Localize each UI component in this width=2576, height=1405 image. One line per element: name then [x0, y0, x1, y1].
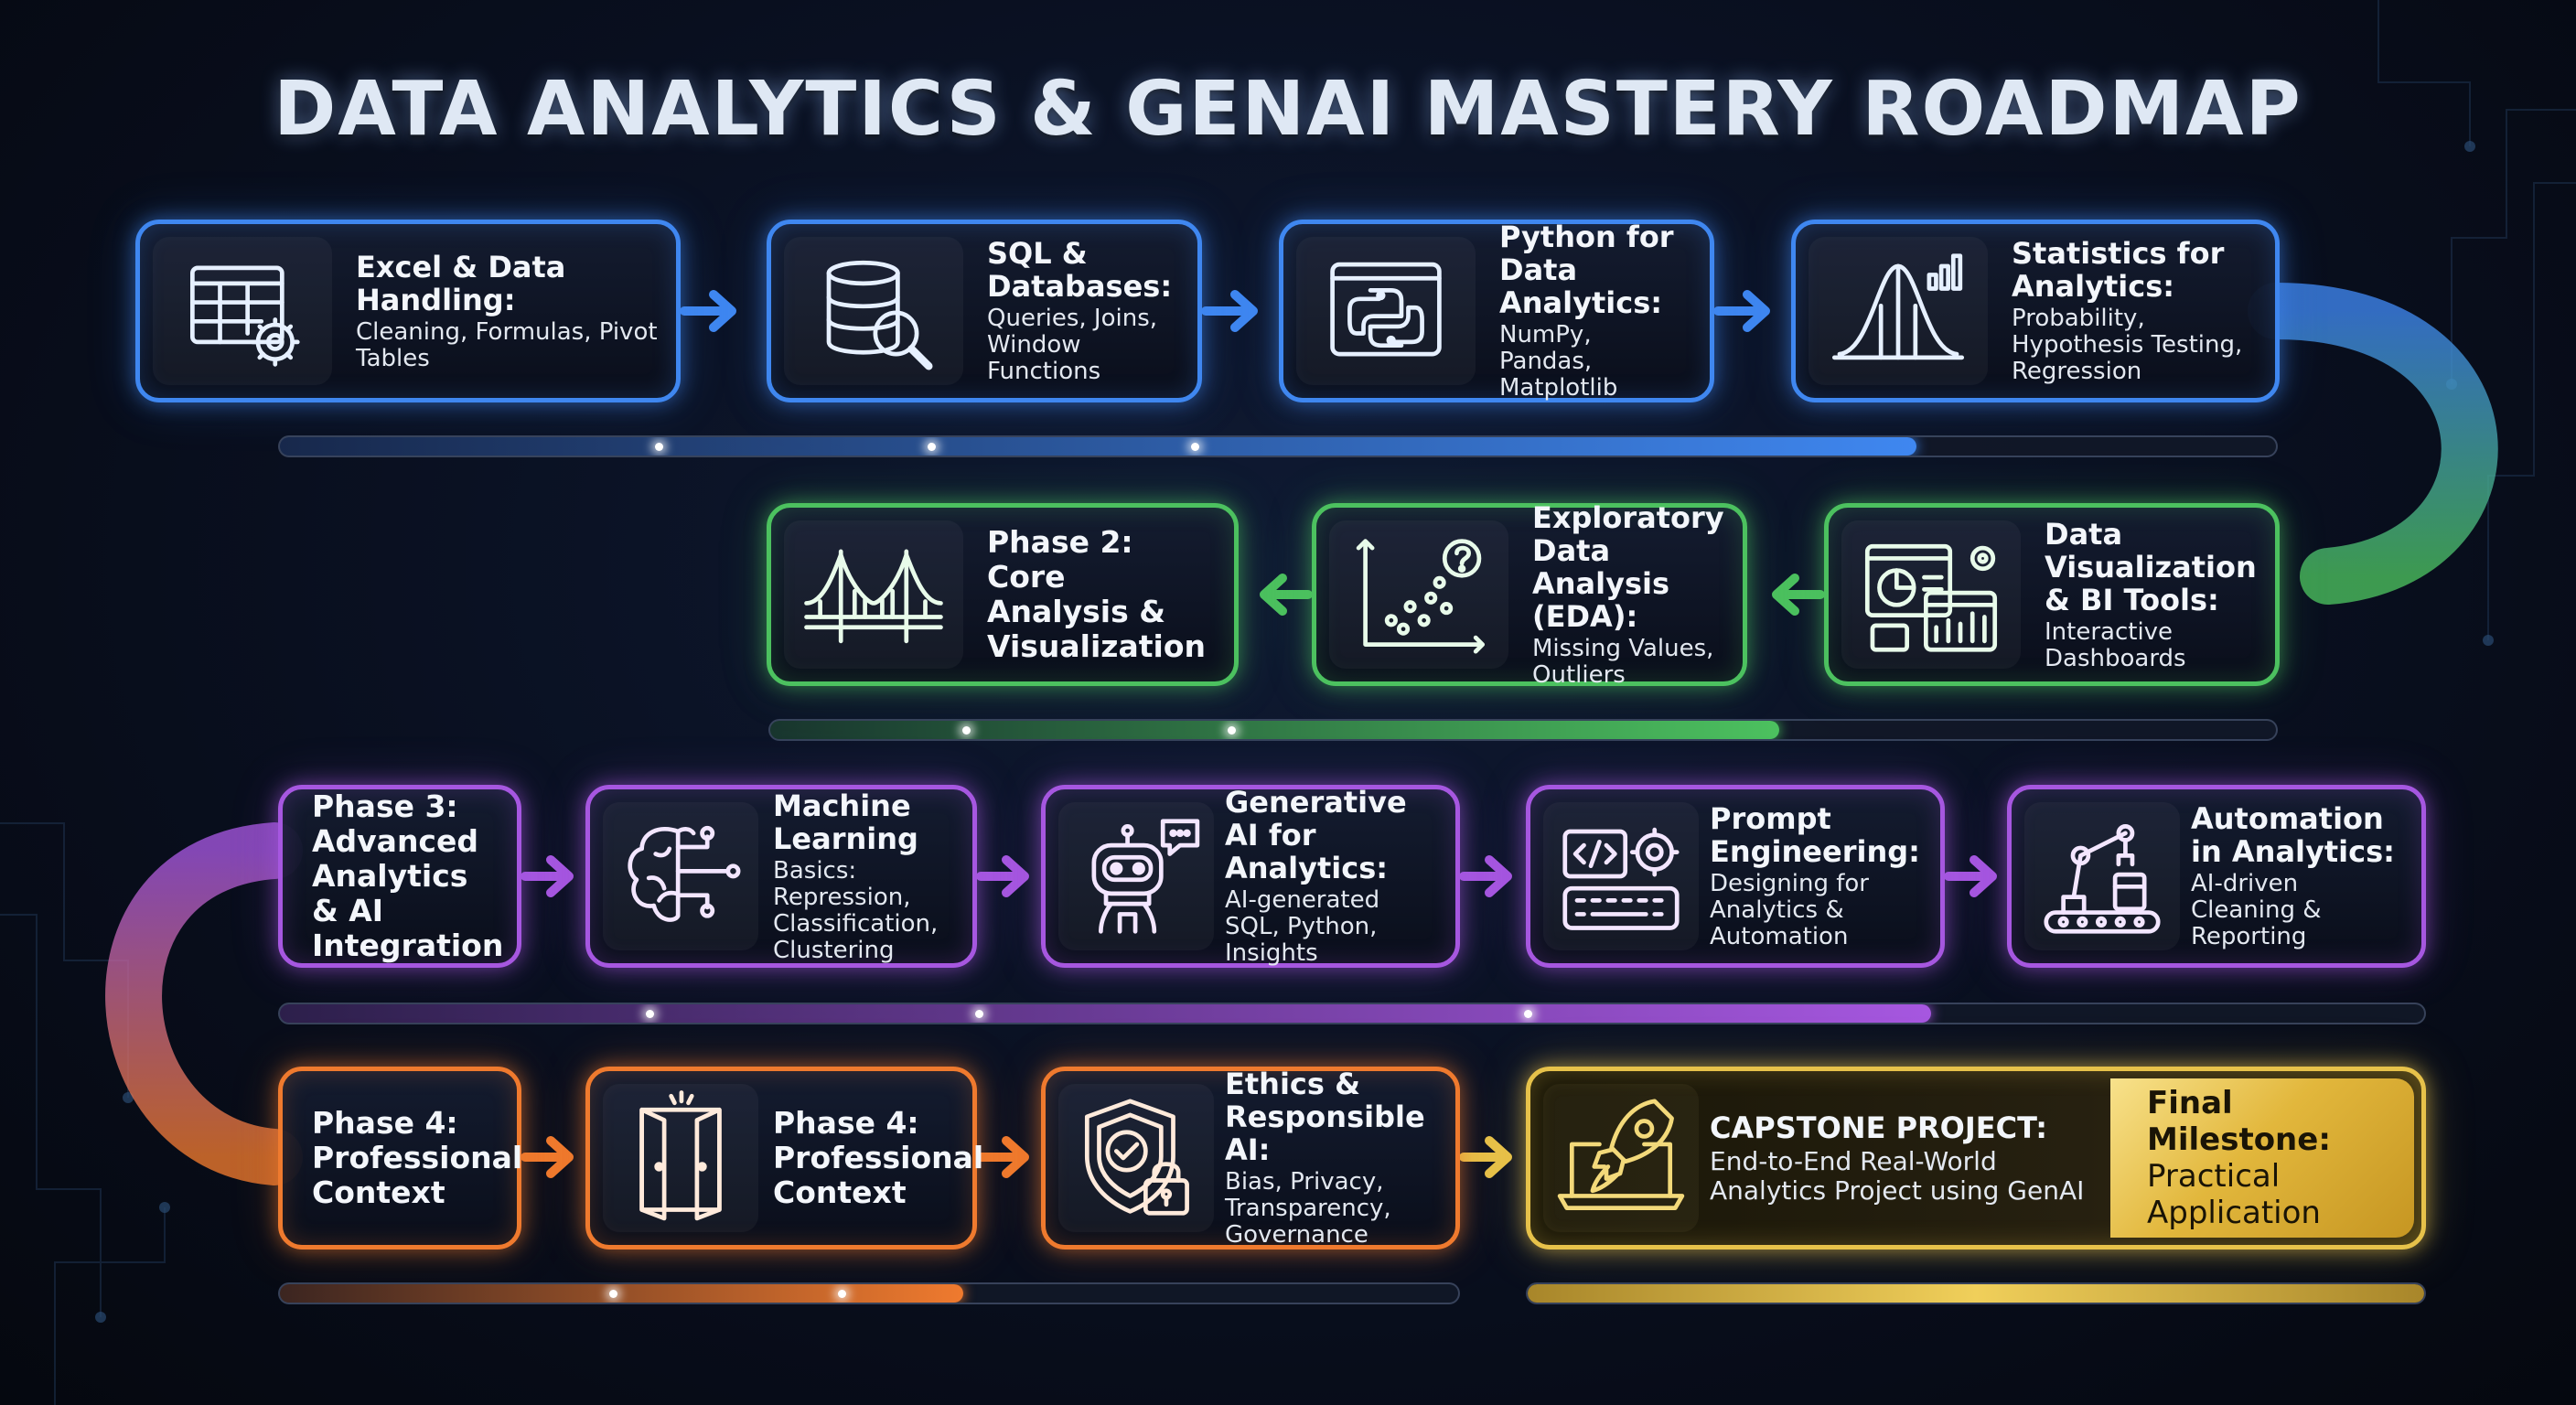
robot-chat-icon: [1058, 802, 1214, 950]
card-title: Python for Data Analytics:: [1499, 220, 1674, 320]
card-title: Automation in Analytics:: [2191, 801, 2395, 869]
card-title: CAPSTONE PROJECT:: [1710, 1110, 2047, 1145]
progress-track-final: [1526, 1282, 2426, 1304]
card-title: Data Visualization & BI Tools:: [2045, 516, 2257, 617]
card-title: Prompt Engineering:: [1710, 801, 1920, 869]
card-phase3[interactable]: Phase 3: Advanced Analytics & AI Integra…: [278, 785, 521, 968]
card-desc: AI-generated SQL, Python, Insights: [1225, 886, 1380, 967]
card-generative-ai[interactable]: Generative AI for Analytics:AI-generated…: [1041, 785, 1460, 968]
database-search-icon: [784, 237, 963, 385]
robot-arm-icon: [2024, 802, 2180, 950]
final-milestone-panel: Final Milestone: Practical Application: [2110, 1078, 2414, 1238]
card-capstone[interactable]: CAPSTONE PROJECT:End-to-End Real-World A…: [1526, 1067, 2426, 1249]
dashboard-icon: [1841, 520, 2021, 669]
progress-fill-row1: [280, 437, 1917, 456]
card-visualization[interactable]: Data Visualization & BI Tools:Interactiv…: [1824, 503, 2280, 686]
bridge-icon: [784, 520, 963, 669]
rocket-laptop-icon: [1543, 1084, 1699, 1232]
python-logo-icon: [1296, 237, 1476, 385]
card-phase4-start[interactable]: Phase 4: Professional Context: [278, 1067, 523, 1249]
progress-track-row2: [768, 719, 2278, 741]
card-title: Phase 4: Professional Context: [312, 1105, 523, 1210]
turn-left-curve: [105, 822, 303, 1185]
progress-track-row3: [278, 1003, 2426, 1024]
card-ethics[interactable]: Ethics & Responsible AI:Bias, Privacy, T…: [1041, 1067, 1460, 1249]
card-desc: Missing Values, Outliers: [1532, 634, 1714, 689]
progress-fill-row3: [280, 1004, 1931, 1023]
progress-fill-row4: [280, 1284, 964, 1303]
card-statistics[interactable]: Statistics for Analytics:Probability, Hy…: [1791, 220, 2280, 402]
card-desc: Bias, Privacy, Transparency, Governance: [1225, 1168, 1391, 1249]
card-title: Phase 3: Advanced Analytics & AI Integra…: [312, 788, 504, 963]
card-title: Machine Learning: [773, 788, 918, 856]
card-desc: Probability, Hypothesis Testing, Regress…: [2012, 305, 2243, 385]
card-desc: Cleaning, Formulas, Pivot Tables: [356, 317, 658, 372]
card-desc: AI-driven Cleaning & Reporting: [2191, 870, 2322, 950]
progress-track-row1: [278, 435, 2278, 457]
card-title: Phase 4: Professional Context: [773, 1105, 984, 1210]
card-python[interactable]: Python for Data Analytics:NumPy, Pandas,…: [1279, 220, 1714, 402]
card-phase2[interactable]: Phase 2: Core Analysis & Visualization: [767, 503, 1239, 686]
card-desc: Designing for Analytics & Automation: [1710, 870, 1869, 950]
card-title: Exploratory Data Analysis (EDA):: [1532, 499, 1724, 634]
card-title: Phase 2: Core Analysis & Visualization: [987, 524, 1207, 664]
card-desc: End-to-End Real-World Analytics Project …: [1710, 1145, 2085, 1206]
spreadsheet-gear-icon: [153, 237, 332, 385]
card-desc: Basics: Repression, Classification, Clus…: [773, 856, 939, 964]
scatter-question-icon: [1329, 520, 1508, 669]
card-title: Excel & Data Handling:: [356, 249, 566, 317]
card-title: SQL & Databases:: [987, 236, 1173, 304]
card-excel[interactable]: Excel & Data Handling:Cleaning, Formulas…: [135, 220, 681, 402]
page-title: DATA ANALYTICS & GENAI MASTERY ROADMAP: [274, 66, 2302, 153]
card-desc: Interactive Dashboards: [2045, 617, 2186, 672]
milestone-title: Final Milestone:: [2147, 1085, 2331, 1158]
card-desc: NumPy, Pandas, Matplotlib: [1499, 321, 1618, 402]
open-door-icon: [603, 1084, 758, 1232]
card-title: Statistics for Analytics:: [2012, 236, 2225, 304]
card-sql[interactable]: SQL & Databases:Queries, Joins, Window F…: [767, 220, 1202, 402]
card-title: Generative AI for Analytics:: [1225, 785, 1407, 885]
brain-circuit-icon: [603, 802, 758, 950]
card-automation[interactable]: Automation in Analytics:AI-driven Cleani…: [2007, 785, 2426, 968]
card-desc: Queries, Joins, Window Functions: [987, 305, 1158, 385]
progress-fill-row2: [770, 721, 1779, 739]
card-prompt-engineering[interactable]: Prompt Engineering:Designing for Analyti…: [1526, 785, 1945, 968]
card-phase4-context[interactable]: Phase 4: Professional Context: [585, 1067, 984, 1249]
card-eda[interactable]: Exploratory Data Analysis (EDA):Missing …: [1312, 499, 1747, 689]
shield-lock-icon: [1058, 1084, 1214, 1232]
bell-curve-icon: [1809, 237, 1988, 385]
progress-fill-final: [1528, 1284, 2424, 1303]
turn-right-curve: [2248, 283, 2498, 605]
card-title: Ethics & Responsible AI:: [1225, 1067, 1425, 1167]
milestone-desc: Practical Application: [2147, 1158, 2321, 1231]
code-keyboard-icon: [1543, 802, 1699, 950]
progress-track-row4: [278, 1282, 1460, 1304]
